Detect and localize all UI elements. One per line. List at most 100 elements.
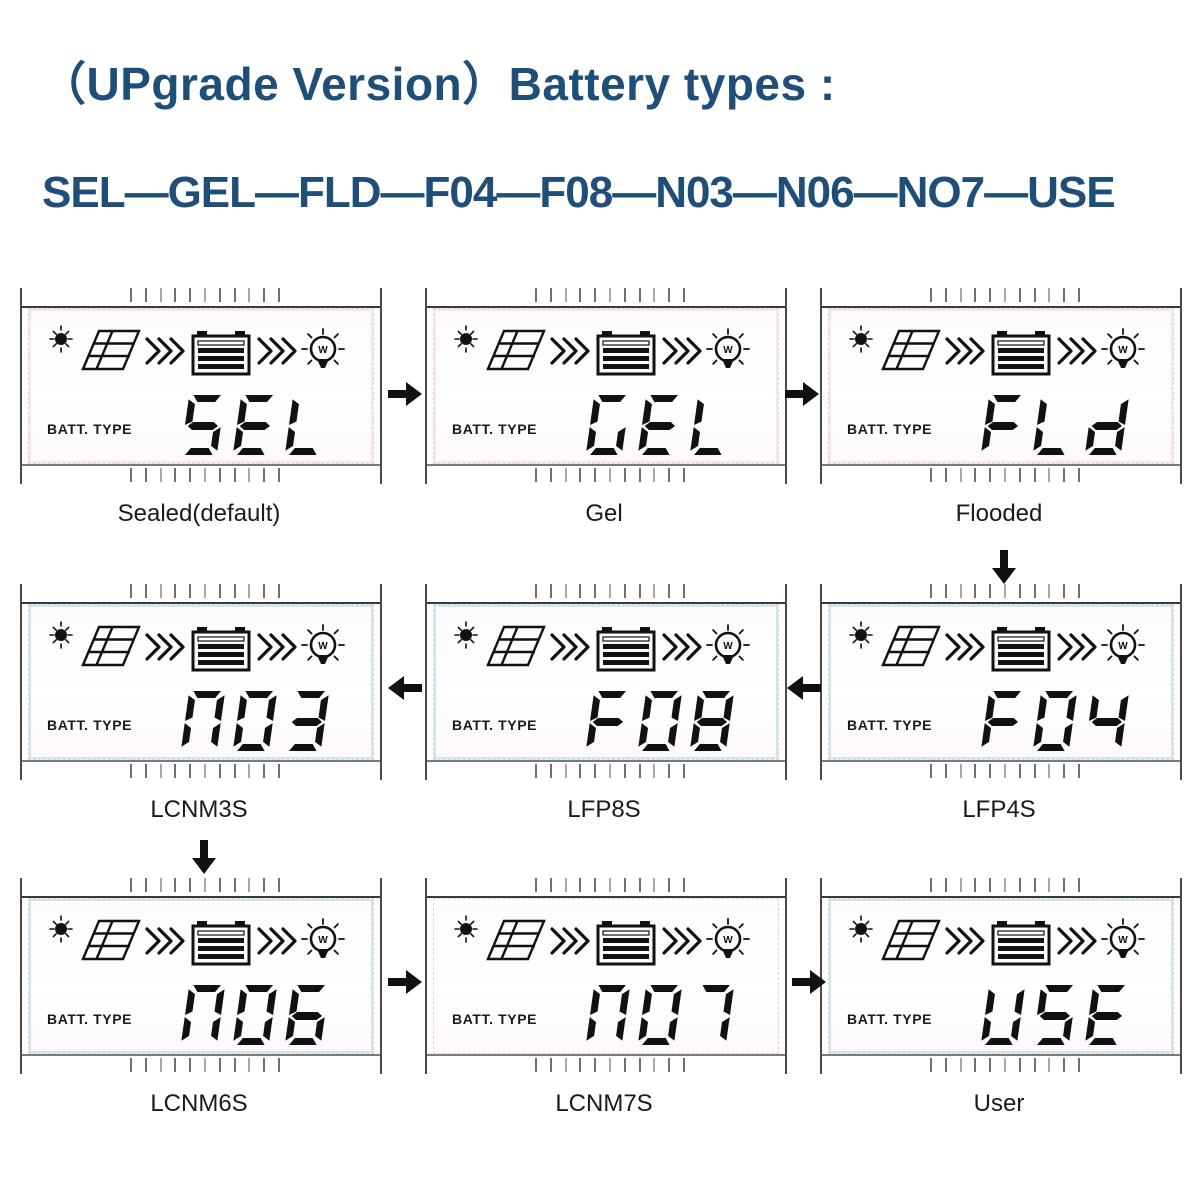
energy-flow-chevrons-icon	[550, 927, 590, 955]
lcd-value-row: BATT. TYPE	[448, 691, 766, 761]
panel-caption: User	[973, 1090, 1025, 1117]
panel-caption: Gel	[585, 500, 623, 527]
lcd-bottom-pins	[535, 468, 685, 484]
arrow-lfp4s-to-lfp8s	[785, 672, 823, 704]
batt-type-label: BATT. TYPE	[452, 421, 538, 437]
lcd-icon-row: W	[47, 323, 363, 385]
lcd-bottom-edge	[22, 464, 380, 484]
lcd-top-pins	[130, 584, 280, 600]
energy-flow-chevrons-icon	[257, 633, 297, 661]
seven-segment-digit	[690, 687, 734, 760]
arrow-sealed-to-gel	[386, 378, 424, 410]
load-lamp-icon: W	[706, 328, 750, 368]
lcd-screen: W BATT. TYPE	[28, 898, 374, 1054]
lcd-module: W BATT. TYPE	[425, 584, 787, 780]
energy-flow-chevrons-icon	[257, 927, 297, 955]
seven-segment-value	[586, 391, 734, 464]
panel-caption: Sealed(default)	[117, 500, 281, 527]
energy-flow-chevrons-icon	[145, 927, 185, 955]
lcd-bottom-pins	[130, 1058, 280, 1074]
battery-type-cell-lfp4s: W BATT. TYPE LFP4S	[820, 584, 1182, 874]
lcd-value-row: BATT. TYPE	[43, 691, 361, 761]
lcd-top-edge	[22, 288, 380, 308]
sun-icon	[849, 915, 873, 943]
panel-caption: Flooded	[955, 500, 1043, 527]
batt-type-label: BATT. TYPE	[47, 1011, 133, 1027]
battery-type-cell-lcnm7s: W BATT. TYPE LCNM7S	[425, 878, 787, 1168]
lcd-icon-row: W	[847, 323, 1163, 385]
solar-panel-icon	[881, 625, 941, 667]
panel-caption: LCNM6S	[150, 1090, 248, 1117]
batt-type-label: BATT. TYPE	[847, 1011, 933, 1027]
svg-text:W: W	[723, 345, 733, 356]
battery-type-cell-user: W BATT. TYPE User	[820, 878, 1182, 1168]
solar-panel-icon	[486, 919, 546, 961]
load-lamp-icon: W	[706, 624, 750, 664]
energy-flow-chevrons-icon	[145, 633, 185, 661]
lcd-bottom-edge	[822, 464, 1180, 484]
seven-segment-value	[181, 687, 329, 760]
lcd-top-pins	[535, 584, 685, 600]
load-lamp-icon: W	[301, 918, 345, 958]
seven-segment-value	[586, 687, 734, 760]
battery-icon	[991, 921, 1051, 966]
battery-type-cell-sealed-default: W BATT. TYPE Sealed(default)	[20, 288, 382, 578]
lcd-module: W BATT. TYPE	[820, 584, 1182, 780]
energy-flow-chevrons-icon	[257, 337, 297, 365]
seven-segment-digit	[233, 687, 277, 760]
battery-type-cell-lcnm6s: W BATT. TYPE LCNM6S	[20, 878, 382, 1168]
seven-segment-digit	[1085, 981, 1129, 1054]
energy-flow-chevrons-icon	[662, 633, 702, 661]
seven-segment-digit	[233, 981, 277, 1054]
lcd-icon-row: W	[847, 913, 1163, 975]
solar-panel-icon	[881, 919, 941, 961]
battery-type-cell-flooded: W BATT. TYPE Flooded	[820, 288, 1182, 578]
energy-flow-chevrons-icon	[945, 633, 985, 661]
batt-type-label: BATT. TYPE	[452, 717, 538, 733]
lcd-module: W BATT. TYPE	[425, 878, 787, 1074]
lcd-bottom-pins	[930, 764, 1080, 780]
seven-segment-digit	[1085, 687, 1129, 760]
lcd-bottom-pins	[130, 764, 280, 780]
lcd-top-pins	[130, 878, 280, 894]
lcd-top-pins	[130, 288, 280, 304]
sun-icon	[49, 915, 73, 943]
lcd-icon-row-svg: W	[454, 621, 750, 672]
lcd-screen: W BATT. TYPE	[28, 604, 374, 760]
battery-type-sequence: SEL—GEL—FLD—F04—F08—N03—N06—NO7—USE	[42, 168, 1116, 217]
lcd-icon-row: W	[452, 913, 768, 975]
lcd-icon-row: W	[847, 619, 1163, 681]
solar-panel-icon	[81, 919, 141, 961]
battery-type-cell-lcnm3s: W BATT. TYPE LCNM3S	[20, 584, 382, 874]
lcd-bottom-pins	[535, 1058, 685, 1074]
lcd-screen: W BATT. TYPE	[828, 604, 1174, 760]
seven-segment-digit	[181, 687, 225, 760]
panel-caption: LFP8S	[567, 796, 641, 823]
lcd-top-edge	[822, 584, 1180, 604]
seven-segment-value	[981, 981, 1129, 1054]
seven-segment-digit	[690, 391, 734, 464]
lcd-value-row: BATT. TYPE	[843, 985, 1161, 1055]
energy-flow-chevrons-icon	[550, 337, 590, 365]
load-lamp-icon: W	[301, 328, 345, 368]
solar-panel-icon	[81, 625, 141, 667]
lcd-icon-row-svg: W	[849, 325, 1145, 376]
load-lamp-icon: W	[1101, 328, 1145, 368]
lcd-top-pins	[930, 288, 1080, 304]
lcd-bottom-pins	[130, 468, 280, 484]
lcd-icon-row-svg: W	[49, 915, 345, 966]
lcd-bottom-edge	[822, 760, 1180, 780]
lcd-top-edge	[22, 878, 380, 898]
seven-segment-value	[981, 687, 1129, 760]
arrow-gel-to-flooded	[783, 378, 821, 410]
batt-type-label: BATT. TYPE	[847, 421, 933, 437]
lcd-bottom-edge	[22, 1054, 380, 1074]
lcd-top-pins	[930, 878, 1080, 894]
energy-flow-chevrons-icon	[145, 337, 185, 365]
lcd-top-edge	[427, 584, 785, 604]
arrow-lfp8s-to-lcnm3s	[386, 672, 424, 704]
lcd-value-row: BATT. TYPE	[843, 395, 1161, 465]
lcd-value-row: BATT. TYPE	[448, 985, 766, 1055]
lcd-bottom-pins	[535, 764, 685, 780]
load-lamp-icon: W	[1101, 918, 1145, 958]
